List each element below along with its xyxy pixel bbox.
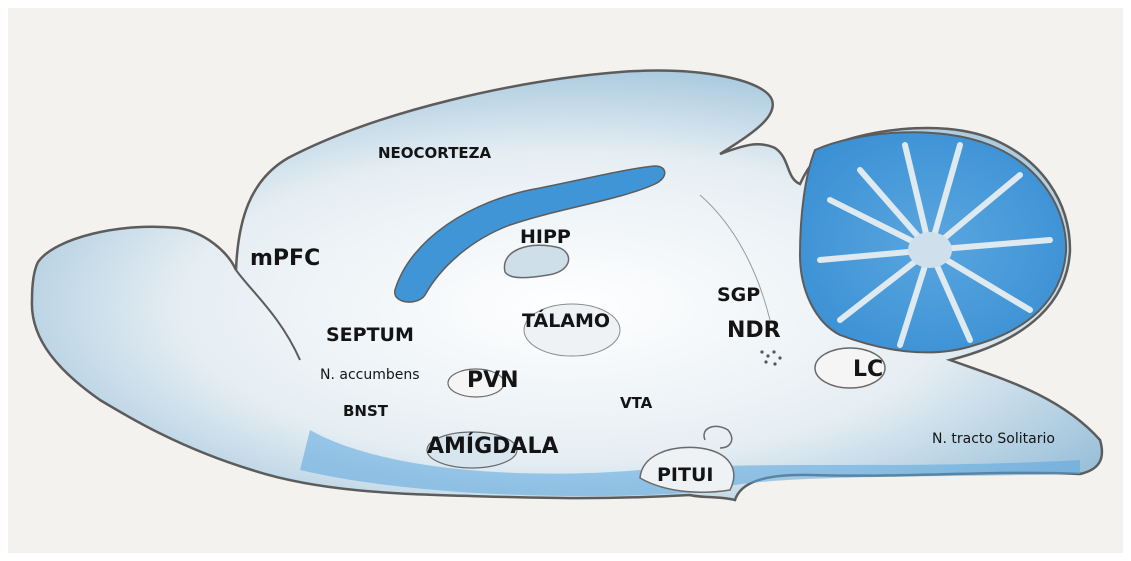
label-amigdala: AMÍGDALA xyxy=(427,436,559,458)
label-bnst: BNST xyxy=(343,404,388,419)
label-pvn: PVN xyxy=(467,370,519,392)
label-septum: SEPTUM xyxy=(326,326,414,345)
label-mpfc: mPFC xyxy=(250,248,320,270)
label-vta: VTA xyxy=(620,396,652,411)
label-pitui: PITUI xyxy=(657,466,713,485)
label-neocorteza: NEOCORTEZA xyxy=(378,146,491,161)
label-hipp: HIPP xyxy=(520,228,571,247)
label-lc: LC xyxy=(853,359,883,381)
label-accumbens: N. accumbens xyxy=(320,368,420,382)
label-talamo: TÁLAMO xyxy=(522,312,610,331)
label-solitario: N. tracto Solitario xyxy=(932,432,1055,446)
label-ndr: NDR xyxy=(727,320,781,342)
cerebellum-core xyxy=(908,232,952,268)
label-sgp: SGP xyxy=(717,286,760,305)
